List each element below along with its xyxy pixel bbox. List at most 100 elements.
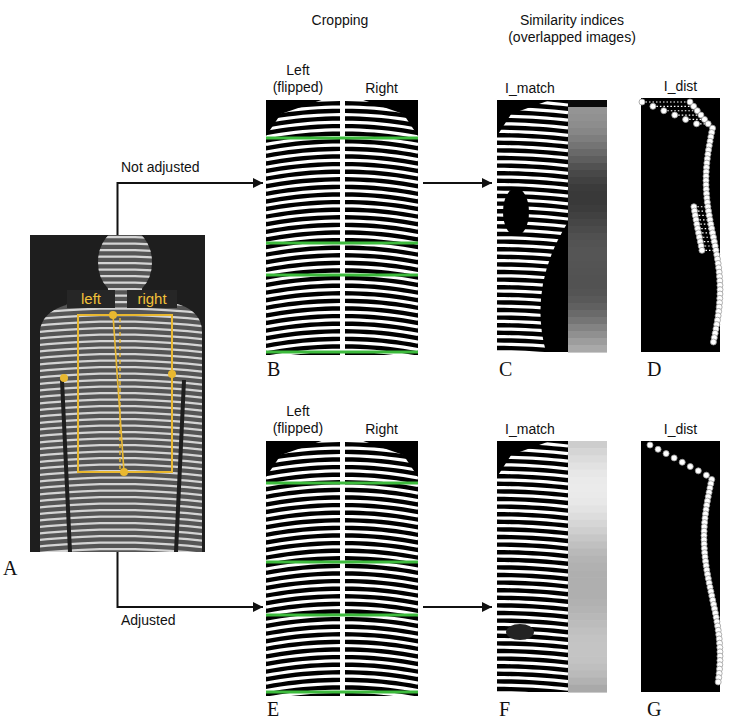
projected-stripe [345, 122, 418, 129]
similarity-band [568, 563, 607, 571]
similarity-band [568, 685, 607, 693]
similarity-band [568, 678, 607, 686]
projected-stripe [266, 176, 340, 183]
similarity-band [568, 584, 607, 592]
projected-stripe [345, 343, 418, 350]
projected-stripe [497, 556, 568, 560]
projected-stripe [30, 244, 205, 249]
projected-stripe [30, 413, 205, 418]
similarity-band [568, 613, 607, 621]
similarity-band [568, 198, 607, 206]
image-panel: Left (flipped)RightB [266, 100, 418, 355]
projected-stripe [30, 445, 205, 450]
projected-stripe [266, 661, 340, 668]
similarity-band [568, 620, 607, 628]
projected-stripe [345, 282, 418, 289]
panel-letter: G [647, 698, 671, 720]
projected-stripe [30, 309, 205, 314]
projected-stripe [497, 662, 568, 666]
projected-stripe [345, 153, 418, 160]
projected-stripe [497, 139, 568, 143]
projected-stripe [266, 145, 340, 152]
projected-stripe [497, 465, 568, 469]
projected-stripe [30, 263, 205, 268]
landmark-dot [655, 446, 661, 452]
projected-stripe [266, 676, 340, 683]
projected-stripe [345, 305, 418, 312]
landmark-dot [661, 108, 667, 114]
crop-line [266, 561, 418, 564]
projected-stripe [30, 426, 205, 431]
projected-stripe [345, 471, 418, 478]
projected-stripe [266, 183, 340, 190]
projected-stripe [345, 661, 418, 668]
similarity-band [568, 448, 607, 456]
projected-stripe [266, 471, 340, 478]
image-ground [497, 441, 568, 692]
projected-stripe [497, 510, 568, 514]
projected-stripe [30, 361, 205, 366]
mismatch-blob [506, 624, 534, 640]
landmark-dot [663, 451, 669, 457]
projected-stripe [266, 267, 340, 274]
body [30, 235, 205, 552]
shadow-region [363, 441, 418, 477]
projected-stripe [345, 221, 418, 228]
projected-stripe [345, 259, 418, 266]
projected-stripe [30, 549, 205, 552]
panel-heading: I_match [497, 80, 563, 97]
projected-stripe [345, 130, 418, 137]
similarity-band [568, 233, 607, 241]
arm-gap [62, 380, 70, 552]
similarity-band [568, 477, 607, 485]
similarity-band [568, 549, 607, 557]
projected-stripe [30, 257, 205, 262]
distance-line [675, 114, 701, 115]
projected-stripe [345, 555, 418, 562]
similarity-band [568, 455, 607, 463]
projected-stripe [345, 267, 418, 274]
similarity-band [568, 282, 607, 290]
projected-stripe [266, 585, 340, 592]
similarity-band [568, 275, 607, 283]
image-panel: I_matchC [497, 100, 607, 352]
projected-stripe [266, 191, 340, 198]
stripe-image [266, 441, 340, 696]
projected-stripe [345, 297, 418, 304]
projected-stripe [497, 647, 568, 651]
similarity-band [568, 100, 607, 108]
arrow-connector [118, 183, 264, 235]
similarity-band [568, 205, 607, 213]
stripe-image [345, 441, 418, 696]
image-panel: I_distG [641, 441, 720, 692]
projected-stripe [266, 259, 340, 266]
projected-stripe [345, 252, 418, 259]
shadow-region [266, 441, 322, 477]
projected-stripe [30, 302, 205, 307]
projected-stripe [345, 168, 418, 175]
landmark-dot [699, 247, 705, 253]
column-heading: Cropping [290, 12, 390, 29]
projected-stripe [345, 229, 418, 236]
projected-stripe [266, 646, 340, 653]
similarity-band [568, 324, 607, 332]
shadow-region [497, 100, 550, 136]
similarity-band [568, 156, 607, 164]
similarity-band [568, 498, 607, 506]
projected-stripe [497, 685, 568, 689]
panel-heading: Left (flipped) [262, 62, 334, 96]
projected-stripe [345, 463, 418, 470]
projected-stripe [266, 517, 340, 524]
back-photo [30, 235, 205, 552]
image-ground [266, 441, 340, 696]
projected-stripe [30, 439, 205, 444]
landmark-dot [60, 374, 68, 382]
landmark-dot [647, 442, 653, 448]
projected-stripe [345, 501, 418, 508]
similarity-band [568, 163, 607, 171]
landmark-dot [650, 103, 656, 109]
projected-stripe [497, 147, 568, 151]
similarity-band [568, 121, 607, 129]
projected-stripe [497, 495, 568, 499]
